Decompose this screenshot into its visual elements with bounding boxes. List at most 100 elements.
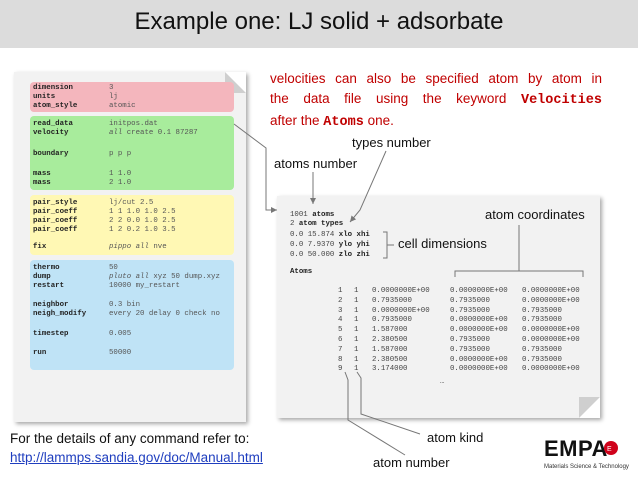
atom-id-cell: 9 — [338, 365, 343, 374]
atom-id-cell: 1 — [338, 287, 343, 295]
z-cell: 0.0000000E+00 — [522, 335, 580, 344]
y-cell: 0.0000000E+00 — [450, 355, 508, 364]
empa-logo: EMPA E Materials Science & Technology — [544, 436, 629, 470]
label-types-number: types number — [352, 135, 431, 150]
atom-id-cell: 3 — [338, 306, 343, 315]
atom-type-cell: 1 — [354, 355, 359, 364]
z-cell: 0.0000000E+00 — [522, 326, 580, 335]
types-number-arrow — [349, 150, 387, 223]
atom-type-cell: 1 — [354, 345, 359, 354]
block-run-settings — [30, 260, 234, 370]
y-cell: 0.7935000 — [450, 335, 490, 344]
atom-id-cell: 2 — [338, 296, 343, 305]
x-cell: 0.7935000 — [372, 296, 412, 305]
label-atoms-number: atoms number — [274, 156, 358, 171]
atom-id-cell: 5 — [338, 326, 343, 335]
y-cell: 0.0000000E+00 — [450, 316, 508, 325]
atoms-section-header: Atoms — [290, 268, 313, 276]
header-line: 1001 atoms — [290, 211, 335, 219]
header-line: 0.0 50.000 zlo zhi — [290, 251, 370, 259]
manual-link[interactable]: http://lammps.sandia.gov/doc/Manual.html — [10, 450, 263, 465]
atom-row: 5 1 1.587000 0.0000000E+00 0.0000000E+00 — [338, 326, 594, 336]
atom-id-cell: 7 — [338, 345, 343, 354]
atom-kind-bracket — [356, 371, 421, 435]
x-cell: 0.7935000 — [372, 316, 412, 325]
x-cell: 1.587000 — [372, 326, 408, 335]
z-cell: 0.0000000E+00 — [522, 296, 580, 305]
atom-type-cell: 1 — [354, 335, 359, 344]
z-cell: 0.7935000 — [522, 355, 562, 364]
page-fold-corner — [579, 397, 600, 418]
z-cell: 0.7935000 — [522, 345, 562, 354]
slide-title: Example one: LJ solid + adsorbate — [134, 8, 504, 35]
atom-type-cell: 1 — [354, 365, 359, 374]
atom-type-cell: 1 — [354, 296, 359, 305]
block-general-settings — [30, 82, 234, 112]
y-cell: 0.7935000 — [450, 296, 490, 305]
atom-id-cell: 4 — [338, 316, 343, 325]
x-cell: 2.380500 — [372, 355, 408, 364]
read-data-arrow — [233, 123, 277, 213]
x-cell: 3.174000 — [372, 365, 408, 374]
x-cell: 0.0000000E+00 — [372, 287, 430, 295]
atom-type-cell: 1 — [354, 326, 359, 335]
logo-word: EMPA — [544, 436, 608, 461]
logo-tagline: Materials Science & Technology — [544, 464, 629, 470]
atom-row: 2 1 0.7935000 0.7935000 0.0000000E+00 — [338, 297, 594, 307]
y-cell: 0.0000000E+00 — [450, 326, 508, 335]
svg-text:E: E — [607, 446, 612, 453]
ellipsis: … — [440, 378, 445, 386]
data-file-page — [277, 196, 600, 418]
block-interactions — [30, 195, 234, 255]
atom-type-cell: 1 — [354, 306, 359, 315]
label-cell-dimensions: cell dimensions — [398, 236, 487, 251]
atom-id-cell: 8 — [338, 355, 343, 364]
atom-number-bracket — [344, 371, 406, 456]
z-cell: 0.7935000 — [522, 316, 562, 325]
velocities-note: velocities can also be specified atom by… — [270, 71, 602, 130]
logo-mark-icon: E — [604, 441, 618, 455]
atom-type-cell: 1 — [354, 287, 359, 295]
atom-row: 8 1 2.380500 0.0000000E+00 0.7935000 — [338, 356, 594, 366]
y-cell: 0.0000000E+00 — [450, 287, 508, 295]
y-cell: 0.7935000 — [450, 345, 490, 354]
coordinates-bracket — [454, 225, 584, 277]
label-atom-coordinates: atom coordinates — [485, 207, 585, 222]
z-cell: 0.7935000 — [522, 306, 562, 315]
x-cell: 2.380500 — [372, 335, 408, 344]
x-cell: 0.0000000E+00 — [372, 306, 430, 315]
label-atom-number: atom number — [373, 455, 450, 470]
label-atom-kind: atom kind — [427, 430, 484, 445]
header-line: 2 atom types — [290, 220, 344, 228]
cell-dimensions-bracket — [383, 231, 394, 259]
title-bar — [0, 0, 638, 48]
header-line: 0.0 15.874 xlo xhi — [290, 231, 370, 239]
y-cell: 0.0000000E+00 — [450, 365, 508, 374]
